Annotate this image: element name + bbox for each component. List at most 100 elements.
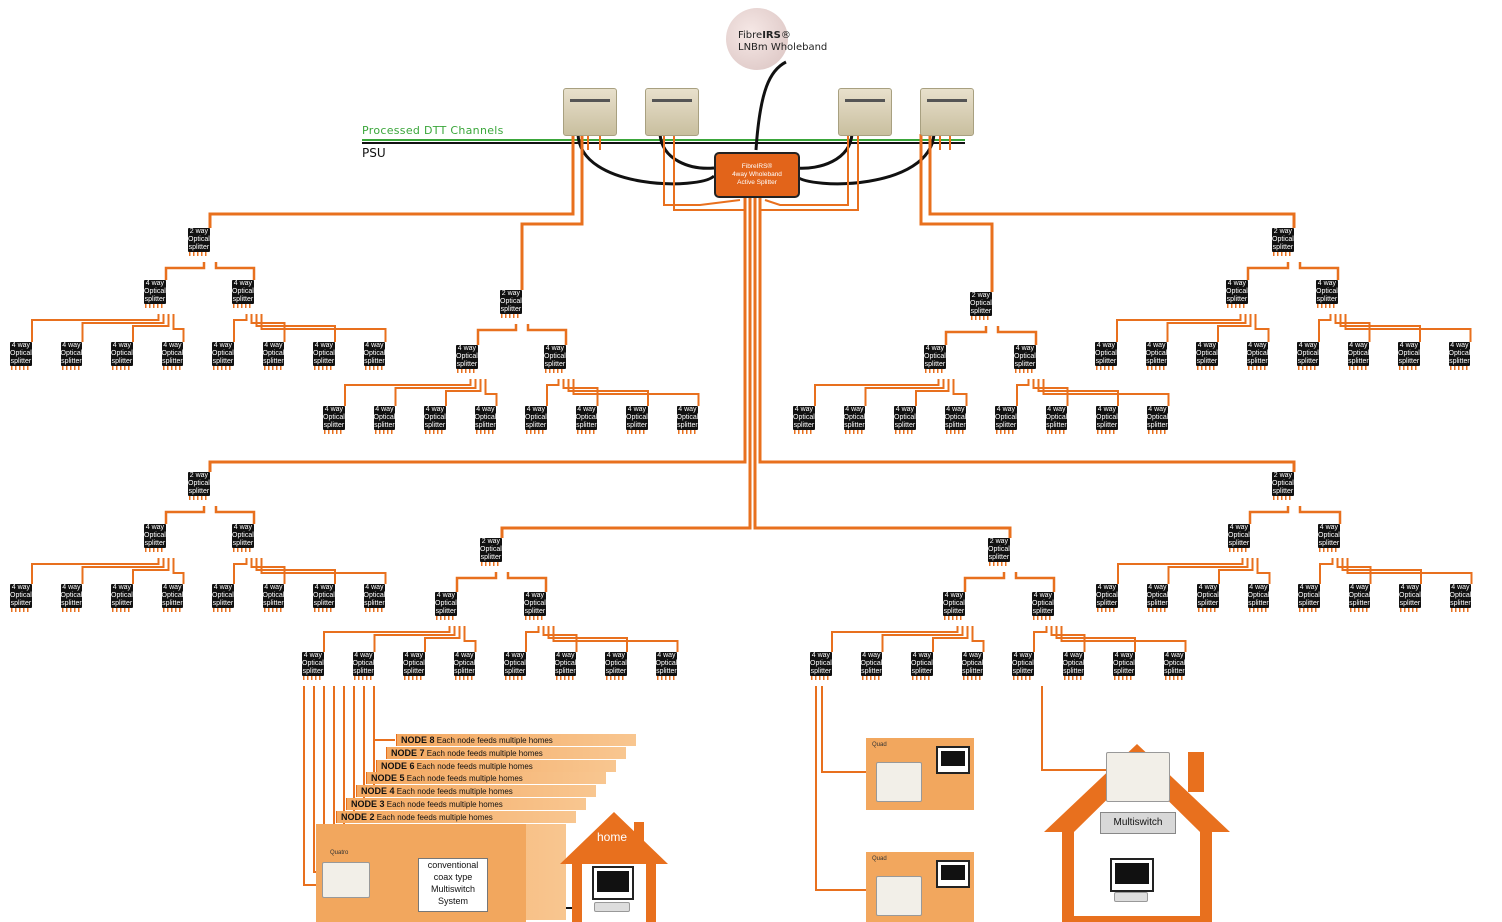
fibre-link [250, 558, 286, 584]
fibre-ports [233, 304, 253, 308]
fibre-link [1298, 506, 1342, 524]
fibre-ports [677, 430, 698, 434]
fibre-link [214, 262, 256, 280]
fibre-ports [436, 616, 456, 620]
fibre-ports [213, 366, 233, 370]
leaf-four-way-optical-splitter: 4 way Optical splitter [1113, 652, 1135, 680]
fibre-link [394, 379, 477, 406]
fibre-link [81, 558, 165, 584]
two-way-optical-splitter: 2 way Optical splitter [188, 472, 210, 500]
fibre-ports [1097, 608, 1117, 612]
leaf-four-way-optical-splitter: 4 way Optical splitter [60, 342, 83, 370]
leaf-four-way-optical-splitter: 4 way Optical splitter [554, 652, 577, 680]
fibre-link [562, 379, 599, 406]
fibre-link [164, 262, 206, 280]
fibre-link [323, 626, 451, 652]
leaf-four-way-optical-splitter: 4 way Optical splitter [262, 584, 285, 612]
coax-link [754, 60, 787, 151]
fibre-link [260, 558, 387, 584]
fibre-link [81, 314, 165, 342]
fibre-link [1217, 314, 1252, 342]
fibre-ports [1063, 676, 1084, 680]
fibre-link [1042, 379, 1170, 406]
fibre-ports [263, 366, 284, 370]
leaf-four-way-optical-splitter: 4 way Optical splitter [1347, 342, 1370, 370]
leaf-four-way-optical-splitter: 4 way Optical splitter [262, 342, 285, 370]
quatro-label: Quatro [330, 850, 349, 856]
fibre-ports [1298, 366, 1318, 370]
leaf-four-way-optical-splitter: 4 way Optical splitter [1398, 342, 1420, 370]
fibre-ports [314, 608, 334, 612]
fibre-link [963, 572, 1006, 592]
fibre-ports [189, 252, 209, 256]
fibre-link [250, 314, 286, 342]
fibre-link [233, 558, 248, 584]
fibre-link [1055, 626, 1136, 652]
fibre-ports [425, 430, 445, 434]
fibre-ports [1146, 366, 1167, 370]
fibre-ports [971, 316, 991, 320]
optical-transmitter-unit [920, 88, 974, 136]
node-item: NODE 4 Each node feeds multiple homes [356, 785, 596, 798]
fibre-ports [1227, 304, 1247, 308]
four-way-optical-splitter: 4 way Optical splitter [1032, 592, 1054, 620]
fibre-ports [162, 366, 183, 370]
leaf-four-way-optical-splitter: 4 way Optical splitter [1197, 584, 1219, 612]
four-way-optical-splitter: 4 way Optical splitter [1316, 280, 1338, 308]
fibre-ports [945, 430, 966, 434]
fibre-ports [1349, 608, 1370, 612]
node-item: NODE 8 Each node feeds multiple homes [396, 734, 636, 746]
leaf-four-way-optical-splitter: 4 way Optical splitter [944, 406, 967, 434]
fibre-ports [1400, 608, 1420, 612]
fibre-link [500, 194, 752, 538]
quad-device-icon [876, 876, 922, 916]
fibre-ports [996, 430, 1016, 434]
fibre-ports [656, 676, 677, 680]
fibre-link [1339, 314, 1421, 342]
fibre-link [132, 558, 170, 584]
fibre-ports [324, 430, 344, 434]
quad-device-icon [876, 762, 922, 802]
fibre-link [506, 572, 548, 592]
node-item: NODE 2 Each node feeds multiple homes [336, 810, 576, 823]
fibre-ports [233, 548, 253, 552]
fibre-link [572, 379, 700, 406]
two-way-optical-splitter: 2 way Optical splitter [480, 538, 502, 566]
leaf-four-way-optical-splitter: 4 way Optical splitter [860, 652, 883, 680]
node-name: NODE 4 [361, 786, 395, 797]
active-splitter: FibreIRS® 4way Wholeband Active Splitter [714, 152, 800, 198]
fibre-link [1334, 314, 1371, 342]
leaf-four-way-optical-splitter: 4 way Optical splitter [575, 406, 598, 434]
fibre-link [764, 150, 849, 206]
fibre-ports [1147, 608, 1168, 612]
leaf-four-way-optical-splitter: 4 way Optical splitter [894, 406, 916, 434]
leaf-four-way-optical-splitter: 4 way Optical splitter [1448, 342, 1471, 370]
optical-transmitter-unit [838, 88, 892, 136]
leaf-four-way-optical-splitter: 4 way Optical splitter [676, 406, 699, 434]
fibre-link [344, 379, 472, 406]
leaf-four-way-optical-splitter: 4 way Optical splitter [1196, 342, 1218, 370]
fibre-ports [912, 676, 932, 680]
node-description: Each node feeds multiple homes [414, 761, 533, 771]
two-way-optical-splitter: 2 way Optical splitter [970, 292, 992, 320]
leaf-four-way-optical-splitter: 4 way Optical splitter [363, 342, 386, 370]
four-way-optical-splitter: 4 way Optical splitter [1226, 280, 1248, 308]
fibre-link [760, 150, 859, 211]
quatro-device-icon [322, 862, 370, 898]
leaf-four-way-optical-splitter: 4 way Optical splitter [352, 652, 375, 680]
fibre-ports [1450, 608, 1471, 612]
fibre-ports [1013, 676, 1033, 680]
leaf-four-way-optical-splitter: 4 way Optical splitter [1348, 584, 1371, 612]
leaf-four-way-optical-splitter: 4 way Optical splitter [1146, 584, 1169, 612]
quad-label-2: Quad [872, 856, 887, 862]
node-name: NODE 6 [381, 760, 415, 771]
fibre-link [928, 134, 1296, 228]
fibre-ports [1229, 548, 1249, 552]
fibre-ports [213, 608, 233, 612]
fibre-ports [1147, 430, 1168, 434]
fibre-link [1319, 558, 1334, 584]
fibre-ports [844, 430, 865, 434]
fibre-ports [555, 676, 576, 680]
fibre-link [424, 626, 461, 652]
